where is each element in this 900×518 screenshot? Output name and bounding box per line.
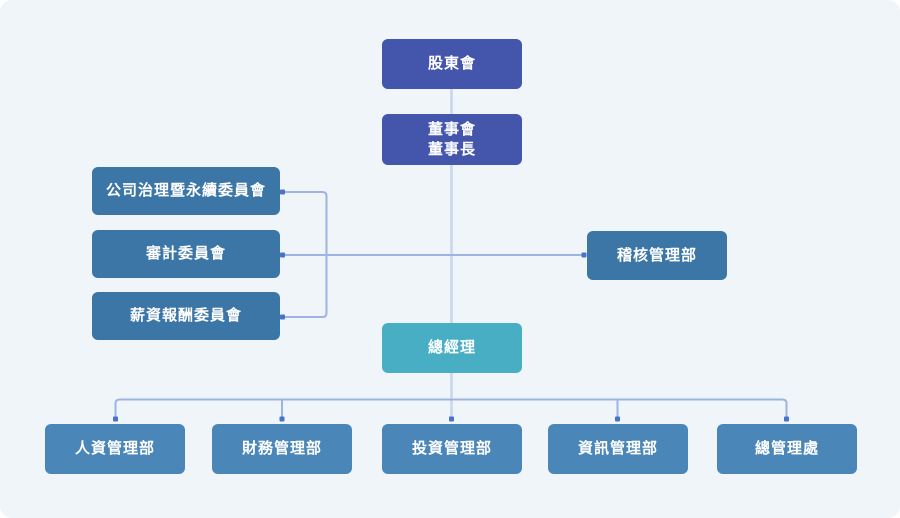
dot-general-admin bbox=[784, 416, 789, 422]
node-label-line1: 董事會 bbox=[427, 120, 476, 138]
node-label: 公司治理暨永續委員會 bbox=[105, 181, 266, 200]
node-governance-sustainability-committee: 公司治理暨永續委員會 bbox=[92, 167, 280, 215]
edge-department-rail bbox=[114, 398, 788, 418]
node-president: 總經理 bbox=[382, 323, 522, 373]
node-label: 投資管理部 bbox=[411, 439, 492, 458]
node-general-admin-office: 總管理處 bbox=[717, 424, 857, 474]
node-label: 審計委員會 bbox=[145, 244, 226, 263]
node-label-line2: 董事長 bbox=[427, 139, 476, 158]
dot-governance bbox=[280, 189, 285, 195]
node-board-of-directors: 董事會 董事長 bbox=[382, 114, 522, 165]
node-it-dept: 資訊管理部 bbox=[548, 424, 688, 474]
dot-finance bbox=[279, 416, 285, 422]
dot-it bbox=[615, 416, 620, 422]
node-internal-audit-dept: 稽核管理部 bbox=[587, 231, 727, 280]
node-label: 總管理處 bbox=[754, 439, 819, 458]
node-compensation-committee: 薪資報酬委員會 bbox=[92, 292, 280, 340]
node-audit-committee: 審計委員會 bbox=[92, 230, 280, 278]
dot-hr bbox=[113, 416, 118, 422]
node-shareholders-meeting: 股東會 bbox=[382, 39, 522, 89]
dot-compensation bbox=[280, 314, 285, 320]
node-investment-dept: 投資管理部 bbox=[382, 424, 522, 474]
node-label: 薪資報酬委員會 bbox=[129, 306, 242, 325]
node-label: 財務管理部 bbox=[241, 439, 322, 458]
node-label: 總經理 bbox=[427, 338, 476, 357]
dot-audit-committee bbox=[280, 252, 285, 258]
dot-audit-dept bbox=[581, 252, 587, 258]
node-label: 資訊管理部 bbox=[577, 439, 658, 458]
edge-committee-bracket bbox=[282, 191, 328, 318]
node-label: 稽核管理部 bbox=[616, 245, 697, 264]
node-finance-dept: 財務管理部 bbox=[212, 424, 352, 474]
node-hr-dept: 人資管理部 bbox=[45, 424, 185, 474]
node-label: 股東會 bbox=[427, 54, 476, 73]
node-label: 人資管理部 bbox=[74, 439, 155, 458]
dot-investment bbox=[449, 416, 454, 422]
